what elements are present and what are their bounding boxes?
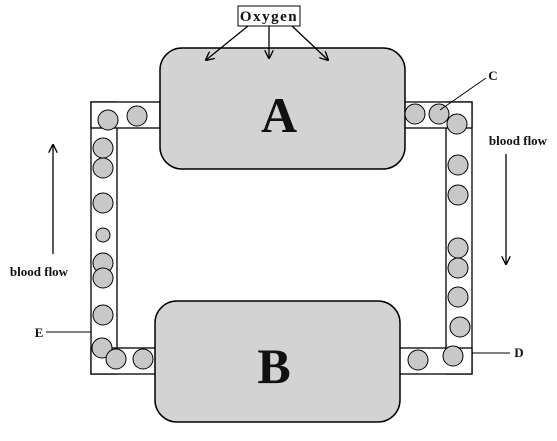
oxygen-arrow-right (291, 25, 328, 60)
pointer-lines (46, 77, 510, 354)
label-d: D (514, 345, 523, 360)
oxygen-label: Oxygen (240, 9, 298, 25)
organ-b (154, 300, 401, 423)
blood-flow-arrows (53, 145, 506, 264)
blood-cell (105, 348, 127, 370)
blood-cell (92, 192, 114, 214)
blood-cell (92, 157, 114, 179)
blood-cell (447, 184, 469, 206)
oxygen-arrows (206, 25, 328, 60)
right-vessel-cells (404, 103, 471, 371)
blood-cell (442, 345, 464, 367)
organ-a-label: A (261, 87, 297, 143)
blood-cell (95, 227, 111, 243)
label-c-pointer (439, 77, 487, 111)
organ-b-label: B (257, 338, 290, 394)
blood-cell (449, 316, 471, 338)
blood-cell (126, 105, 148, 127)
label-e: E (35, 325, 44, 340)
blood-cell (428, 103, 450, 125)
blood-cell (407, 349, 429, 371)
left-vessel-cells (91, 105, 154, 370)
blood-cell (404, 103, 426, 125)
blood-cell (447, 286, 469, 308)
blood-cell (446, 113, 468, 135)
blood-cell (92, 267, 114, 289)
blood-cell (132, 348, 154, 370)
blood-flow-right-label: blood flow (489, 133, 548, 148)
blood-cell (447, 257, 469, 279)
blood-cell (91, 337, 113, 359)
blood-cell (92, 304, 114, 326)
organ-a (159, 47, 406, 170)
blood-cell (447, 154, 469, 176)
oxygen-arrow-left (206, 25, 249, 60)
blood-cell (92, 137, 114, 159)
blood-cell (447, 237, 469, 259)
blood-cell (97, 109, 119, 131)
label-c: C (488, 68, 497, 83)
blood-flow-left-label: blood flow (10, 264, 69, 279)
